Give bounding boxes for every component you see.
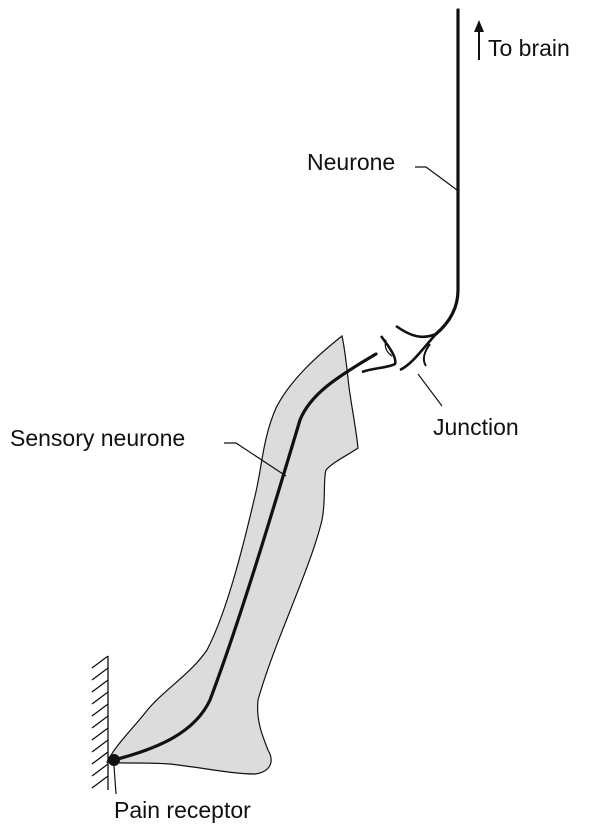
pain-receptor-label: Pain receptor [114, 797, 251, 823]
neurone-line [436, 10, 458, 334]
to-brain-label: To brain [488, 35, 570, 61]
pain-receptor-dot [108, 754, 120, 766]
neurone-label: Neurone [307, 149, 395, 175]
junction-receiving-arc-upper [396, 326, 436, 337]
sensory-neurone-label: Sensory neurone [10, 425, 185, 451]
junction-label: Junction [433, 414, 519, 440]
neurone-leader [415, 167, 457, 190]
wall-hatching [92, 656, 108, 790]
up-arrow-icon [474, 20, 484, 60]
junction-terminal-arc [362, 336, 395, 372]
junction-receiving-arc-lower [400, 334, 436, 370]
junction-leader [418, 374, 442, 406]
pain-receptor-leader [114, 766, 116, 794]
leg-outline [107, 336, 358, 774]
